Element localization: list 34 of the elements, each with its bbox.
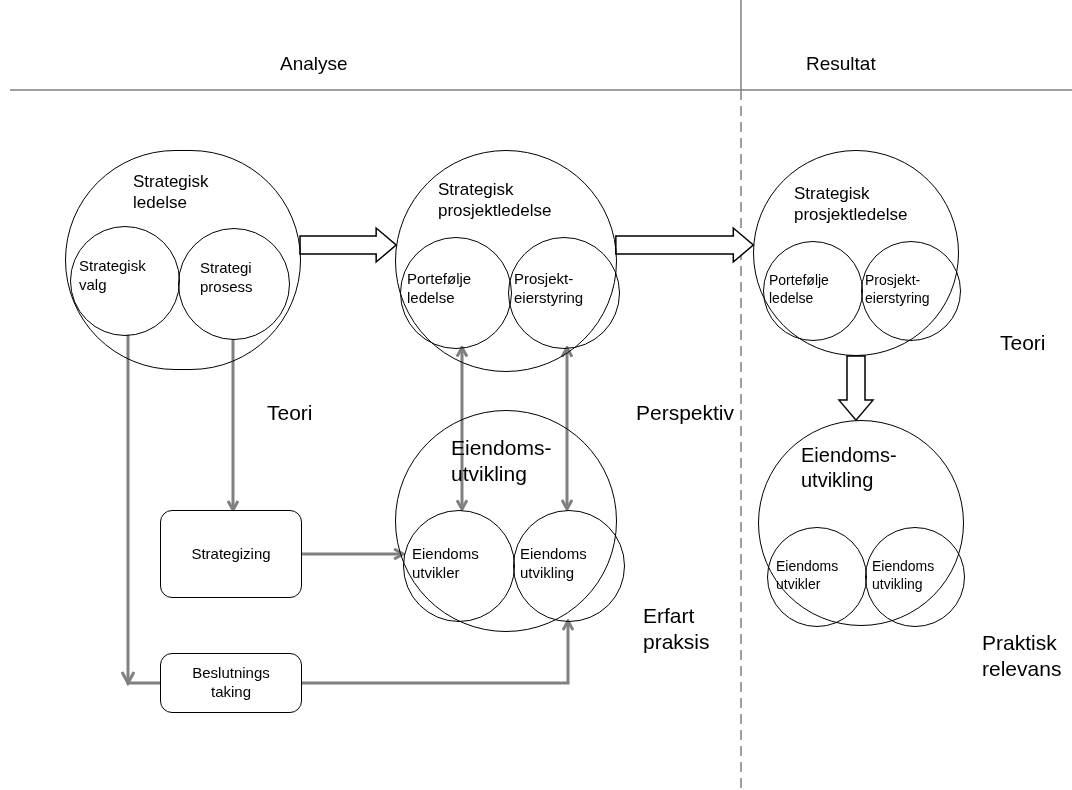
node-label: Strategi prosess — [200, 259, 254, 297]
process-box — [160, 653, 302, 713]
node-label: Strategisk prosjektledelse — [438, 179, 553, 222]
arrow — [560, 346, 574, 511]
node-label: Eiendoms-utvikling — [801, 443, 898, 493]
node-label: Strategisk valg — [79, 257, 147, 295]
section-label: Analyse — [280, 52, 349, 76]
node-label: Prosjekt-eierstyring — [865, 272, 931, 307]
node-label: Strategisk prosjektledelse — [794, 183, 909, 226]
section-label: Praktisk relevans — [982, 630, 1063, 683]
node-label: Beslutnings taking — [191, 664, 271, 702]
node-label: Prosjekt-eierstyring — [514, 270, 585, 308]
section-label: Resultat — [806, 52, 877, 76]
node-label: Portefølje ledelse — [769, 272, 830, 307]
node-label: Eiendoms utvikling — [520, 545, 588, 583]
block-arrow — [615, 226, 755, 264]
block-arrow — [837, 355, 875, 422]
node-label: Eiendoms-utvikling — [451, 435, 553, 488]
section-label: Teori — [1000, 330, 1047, 356]
node-label: Eiendoms utvikling — [872, 558, 936, 593]
block-arrow — [299, 226, 398, 264]
node-label: Strategizing — [190, 544, 272, 564]
arrow — [455, 346, 469, 511]
section-label: Teori — [267, 400, 314, 426]
node-label: Strategisk ledelse — [133, 171, 210, 214]
section-label: Erfart praksis — [643, 603, 711, 656]
arrow — [302, 547, 405, 561]
node-label: Eiendoms utvikler — [776, 558, 840, 593]
node-label: Eiendoms utvikler — [412, 545, 480, 583]
section-label: Perspektiv — [636, 400, 736, 426]
node-label: Portefølje ledelse — [407, 270, 473, 308]
process-box — [160, 510, 302, 598]
arrow — [302, 619, 575, 685]
arrow — [226, 339, 240, 512]
